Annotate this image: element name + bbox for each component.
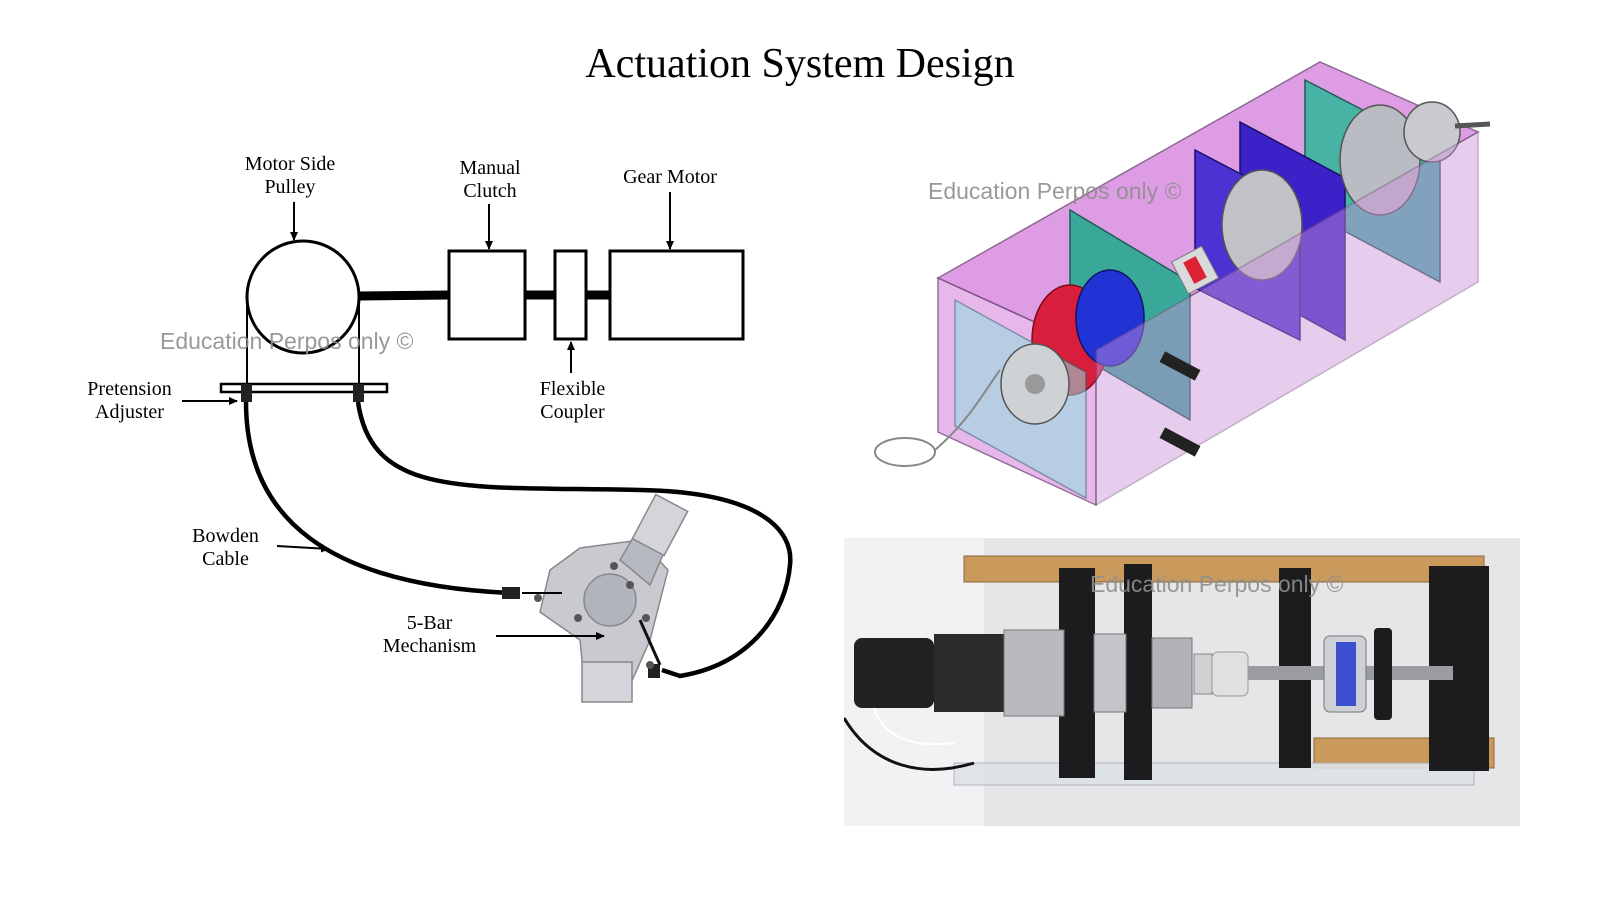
watermark-photo: Education Perpos only © <box>1090 571 1344 597</box>
pretension-adjuster-shape <box>219 382 389 394</box>
label-five-bar-mechanism: 5-Bar Mechanism <box>382 612 477 657</box>
label-manual-clutch: Manual Clutch <box>459 157 521 202</box>
prototype-photo-illustration <box>844 538 1520 826</box>
label-pretension-adjuster: Pretension Adjuster <box>87 378 172 423</box>
bowden-cable-shape <box>243 401 511 596</box>
label-gear-motor: Gear Motor <box>623 166 717 188</box>
manual-clutch-shape <box>447 249 527 341</box>
label-motor-side-pulley: Motor Side Pulley <box>244 153 336 198</box>
flexible-coupler-shape <box>553 249 588 341</box>
watermark-schematic: Education Perpos only © <box>160 328 414 354</box>
gear-motor-shape <box>608 249 745 341</box>
label-flexible-coupler: Flexible Coupler <box>539 378 606 423</box>
five-bar-mechanism-shape <box>539 493 689 703</box>
prototype-photo <box>844 538 1520 826</box>
watermark-cad: Education Perpos only © <box>928 178 1182 204</box>
label-bowden-cable: Bowden Cable <box>192 525 259 570</box>
shaft-1 <box>359 290 450 301</box>
